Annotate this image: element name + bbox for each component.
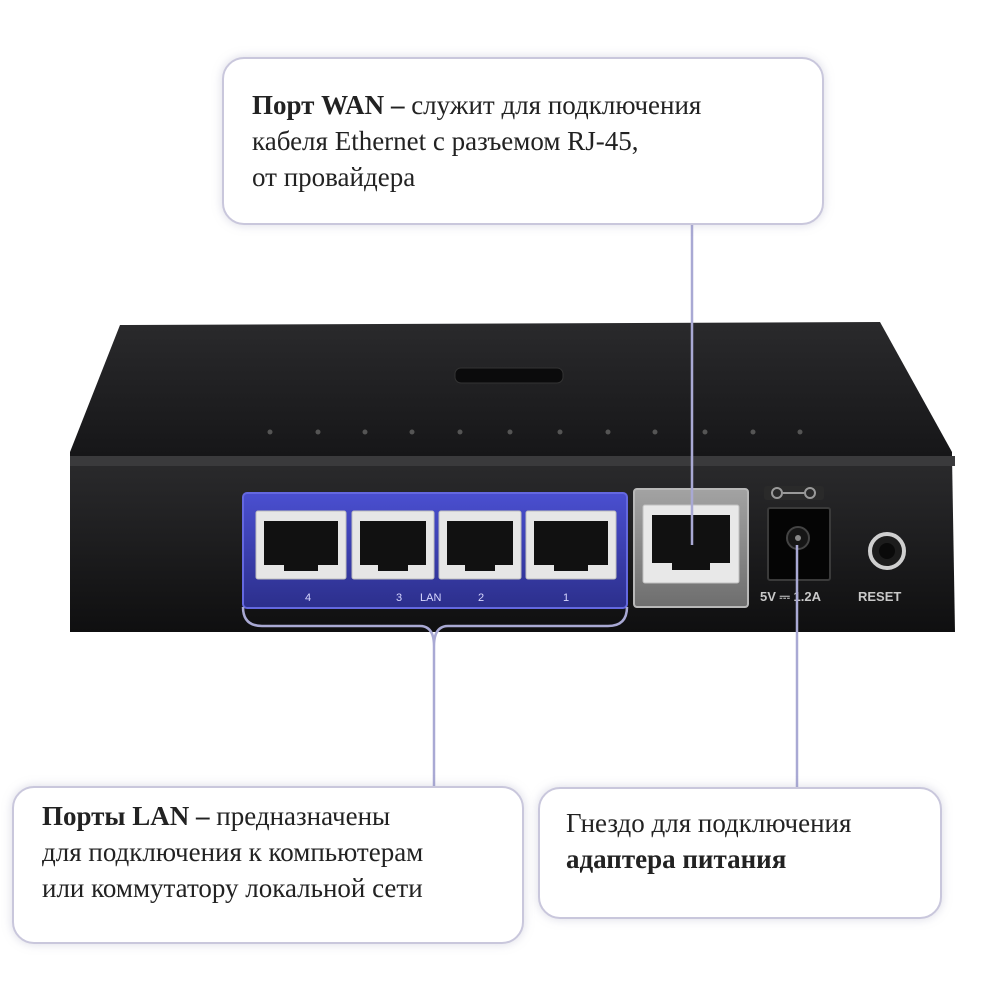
wan-port-callout: Порт WAN – служит для подключения кабеля… [222,57,824,225]
reset-label: RESET [858,589,901,604]
lan-port-labels: 4 3 2 1 LAN [305,592,569,604]
lan-callout-dash: – [189,801,217,831]
brand-plate [454,367,564,384]
lan-ports-callout: Порты LAN – предназначены для подключени… [12,786,524,944]
lan-panel-label: LAN [420,592,441,604]
vent-dots [267,429,803,435]
lan-port-1-label: 1 [563,592,569,604]
lan-port-3-label: 3 [396,592,402,604]
lan-callout-text-1: предназначены [216,801,391,831]
lan-callout-text-3: или коммутатору локальной сети [42,873,423,903]
wan-callout-text-3: от провайдера [252,162,416,192]
lan-bracket [241,606,629,647]
power-callout-text-2: адаптера питания [566,844,787,874]
wan-callout-dash: – [384,90,412,120]
power-rating-label: 5V ⎓ 1.2A [760,589,822,604]
lan-port-holes [264,521,608,571]
wan-callout-line-1: Порт WAN – служит для подключения [252,87,822,123]
lan-callout-line-1: Порты LAN – предназначены [42,798,522,834]
wan-callout-text-1: служит для подключения [411,90,702,120]
wan-callout-text-2: кабеля Ethernet с разъемом RJ-45, [252,126,639,156]
lan-callout-title: Порты LAN [42,801,190,831]
lan-port-2-label: 2 [478,592,484,604]
lan-callout-text-2: для подключения к компьютерам [42,837,424,867]
router-top [70,322,952,470]
power-jack-callout: Гнездо для подключения адаптера питания [538,787,942,919]
lan-port-4-label: 4 [305,592,311,604]
reset-button: RESET [858,532,906,604]
power-callout-line-2: адаптера питания [566,841,940,877]
wan-callout-title: Порт WAN [252,90,385,120]
power-callout-text-1: Гнездо для подключения [566,808,852,838]
leader-lines [241,225,799,787]
power-jack: 5V ⎓ 1.2A [760,486,831,604]
